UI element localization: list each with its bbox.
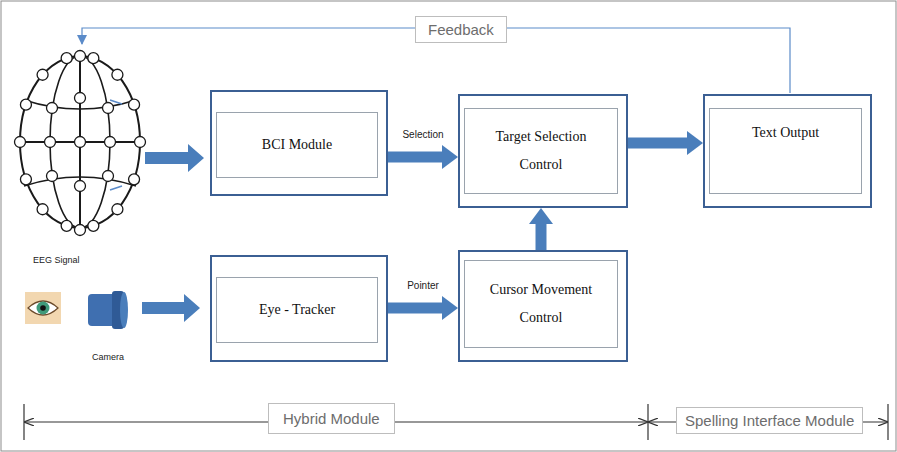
block-arrow <box>388 303 442 314</box>
box-label: BCI Module <box>262 131 332 159</box>
edge-label: Selection <box>400 129 445 140</box>
inner-frame: Eye - Tracker <box>216 277 378 343</box>
box-label: Text Output <box>752 119 819 147</box>
module-label: Hybrid Module <box>268 403 395 434</box>
block-arrow <box>536 224 547 250</box>
box-label: Cursor Movement Control <box>482 276 600 332</box>
signal-label: EEG Signal <box>33 255 80 265</box>
eeg-head <box>20 56 140 228</box>
process-box: Cursor Movement Control <box>458 250 628 362</box>
inner-frame: Target Selection Control <box>464 108 618 194</box>
module-label: Spelling Interface Module <box>676 407 863 434</box>
camera-arrow <box>142 294 200 322</box>
process-box: Target Selection Control <box>458 94 628 208</box>
output-box: Text Output <box>703 94 872 208</box>
inner-frame: BCI Module <box>216 112 378 178</box>
feedback-label: Feedback <box>415 16 507 43</box>
device-label: Camera <box>92 352 124 362</box>
edge-label: Pointer <box>405 280 441 291</box>
inner-frame: Text Output <box>709 108 862 194</box>
signal-arrow <box>145 144 204 172</box>
electrodes <box>15 51 146 236</box>
module-brackets <box>24 404 888 440</box>
process-box: BCI Module <box>210 90 388 196</box>
box-label: Target Selection Control <box>482 123 600 179</box>
camera-icon <box>88 291 128 329</box>
block-arrow <box>388 152 442 163</box>
block-arrow <box>628 138 687 149</box>
eye-icon <box>25 292 61 324</box>
process-box: Eye - Tracker <box>210 255 388 362</box>
box-label: Eye - Tracker <box>259 296 335 324</box>
inner-frame: Cursor Movement Control <box>464 260 618 348</box>
